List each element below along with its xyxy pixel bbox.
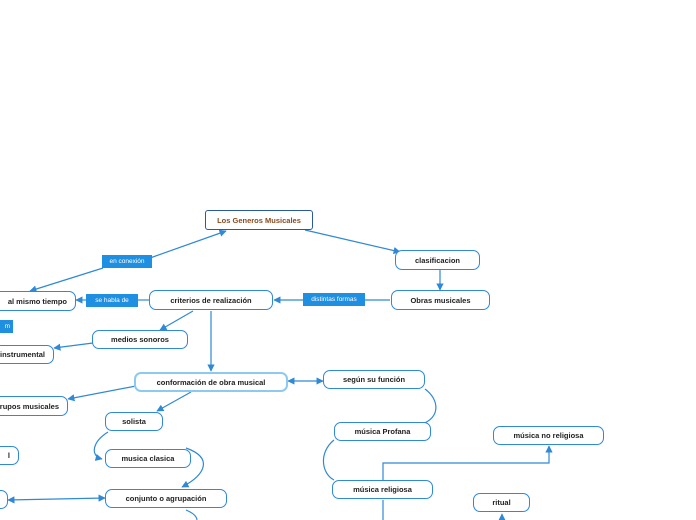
label-en-conexion[interactable]: en conexión (102, 255, 152, 268)
node-musica-clasica[interactable]: musica clasica (105, 449, 191, 468)
node-partial-left[interactable]: l (0, 446, 19, 465)
edge-conformacion-solista (156, 391, 192, 412)
node-musica-no-religiosa[interactable]: música no religiosa (493, 426, 604, 445)
node-obras-musicales[interactable]: Obras musicales (391, 290, 490, 310)
node-al-mismo-tiempo[interactable]: al mismo tiempo (0, 291, 76, 311)
node-criterios-realizacion[interactable]: criterios de realización (149, 290, 273, 310)
node-clasificacion[interactable]: clasificacion (395, 250, 480, 270)
edge-solista-clasica (93, 431, 109, 461)
edge-profana-religiosa (322, 439, 335, 481)
node-ritual[interactable]: ritual (473, 493, 530, 512)
node-conjunto-agrupacion[interactable]: conjunto o agrupación (105, 489, 227, 508)
edge-enconexion-mismotiempo (29, 267, 104, 293)
edge-conjunto-down (185, 509, 198, 520)
edge-criterios-medios (159, 310, 194, 331)
edge-conformacion-grupos (67, 385, 137, 402)
edge-conjunto-left (7, 494, 106, 504)
node-grupos-musicales[interactable]: grupos musicales (0, 396, 68, 416)
node-conformacion-obra[interactable]: conformación de obra musical (134, 372, 288, 392)
label-partial[interactable]: m (0, 320, 13, 333)
label-se-habla-de[interactable]: se habla de (86, 294, 138, 307)
node-musica-profana[interactable]: música Profana (334, 422, 431, 441)
node-musica-religiosa[interactable]: música religiosa (332, 480, 433, 499)
edge-root-enconexion (149, 229, 227, 259)
node-solista[interactable]: solista (105, 412, 163, 431)
edge-clasica-conjunto (181, 447, 205, 488)
edge-segun-profana (421, 388, 437, 425)
node-segun-funcion[interactable]: según su función (323, 370, 425, 389)
edge-root-clasificacion (304, 229, 401, 255)
edge-medios-instrumental (53, 342, 94, 351)
edge-religiosa-norelig (382, 445, 553, 480)
root-node[interactable]: Los Generos Musicales (205, 210, 313, 230)
label-distintas-formas[interactable]: distintas formas (303, 293, 365, 306)
node-medios-sonoros[interactable]: medios sonoros (92, 330, 188, 349)
node-instrumental[interactable]: instrumental (0, 345, 54, 364)
